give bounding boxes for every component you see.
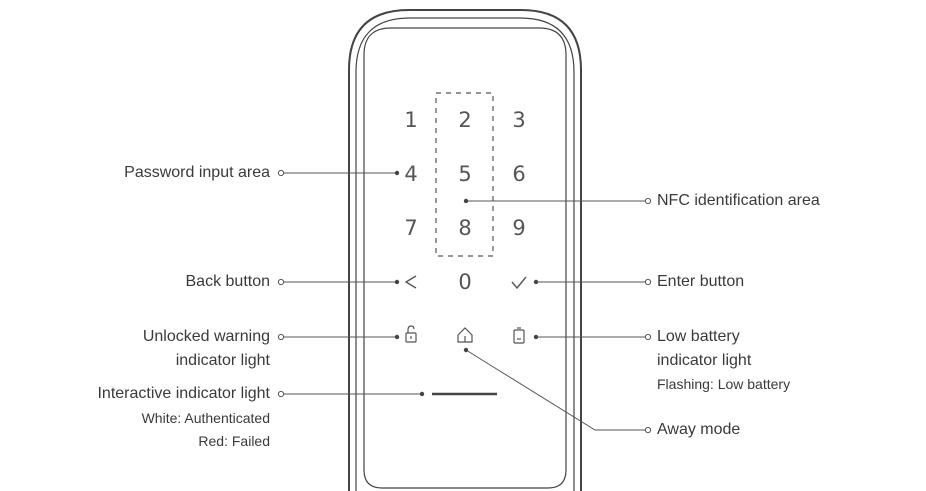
label-unlocked-warning-2: indicator light xyxy=(175,352,270,369)
label-interactive-red: Red: Failed xyxy=(198,433,270,449)
label-enter-button: Enter button xyxy=(657,273,745,290)
device-panel xyxy=(363,27,567,489)
label-unlocked-warning-1: Unlocked warning xyxy=(142,328,270,345)
label-interactive-white: White: Authenticated xyxy=(141,410,270,426)
key-6[interactable]: 6 xyxy=(512,162,526,186)
key-2[interactable]: 2 xyxy=(458,108,472,132)
key-5[interactable]: 5 xyxy=(458,162,472,186)
key-7[interactable]: 7 xyxy=(404,216,418,240)
key-9[interactable]: 9 xyxy=(512,216,526,240)
key-1[interactable]: 1 xyxy=(404,108,418,132)
label-interactive-indicator: Interactive indicator light xyxy=(97,385,270,402)
label-low-battery-note: Flashing: Low battery xyxy=(657,376,791,392)
label-low-battery-1: Low battery xyxy=(657,328,740,345)
battery-icon xyxy=(513,327,525,344)
device-outer-outline xyxy=(348,9,582,491)
key-0[interactable]: 0 xyxy=(458,270,472,294)
key-8[interactable]: 8 xyxy=(458,216,472,240)
label-nfc-area: NFC identification area xyxy=(657,192,820,209)
key-3[interactable]: 3 xyxy=(512,108,526,132)
leader-away xyxy=(465,349,645,431)
label-back-button: Back button xyxy=(185,273,271,290)
padlock-icon xyxy=(405,325,417,343)
device-inner-outline xyxy=(355,17,575,491)
label-away-mode: Away mode xyxy=(657,421,741,438)
key-4[interactable]: 4 xyxy=(404,162,418,186)
checkmark-icon[interactable] xyxy=(511,276,527,290)
label-password-input-area: Password input area xyxy=(124,164,270,181)
label-low-battery-2: indicator light xyxy=(657,352,752,369)
chevron-left-icon[interactable] xyxy=(404,275,417,289)
home-icon[interactable] xyxy=(457,327,473,343)
